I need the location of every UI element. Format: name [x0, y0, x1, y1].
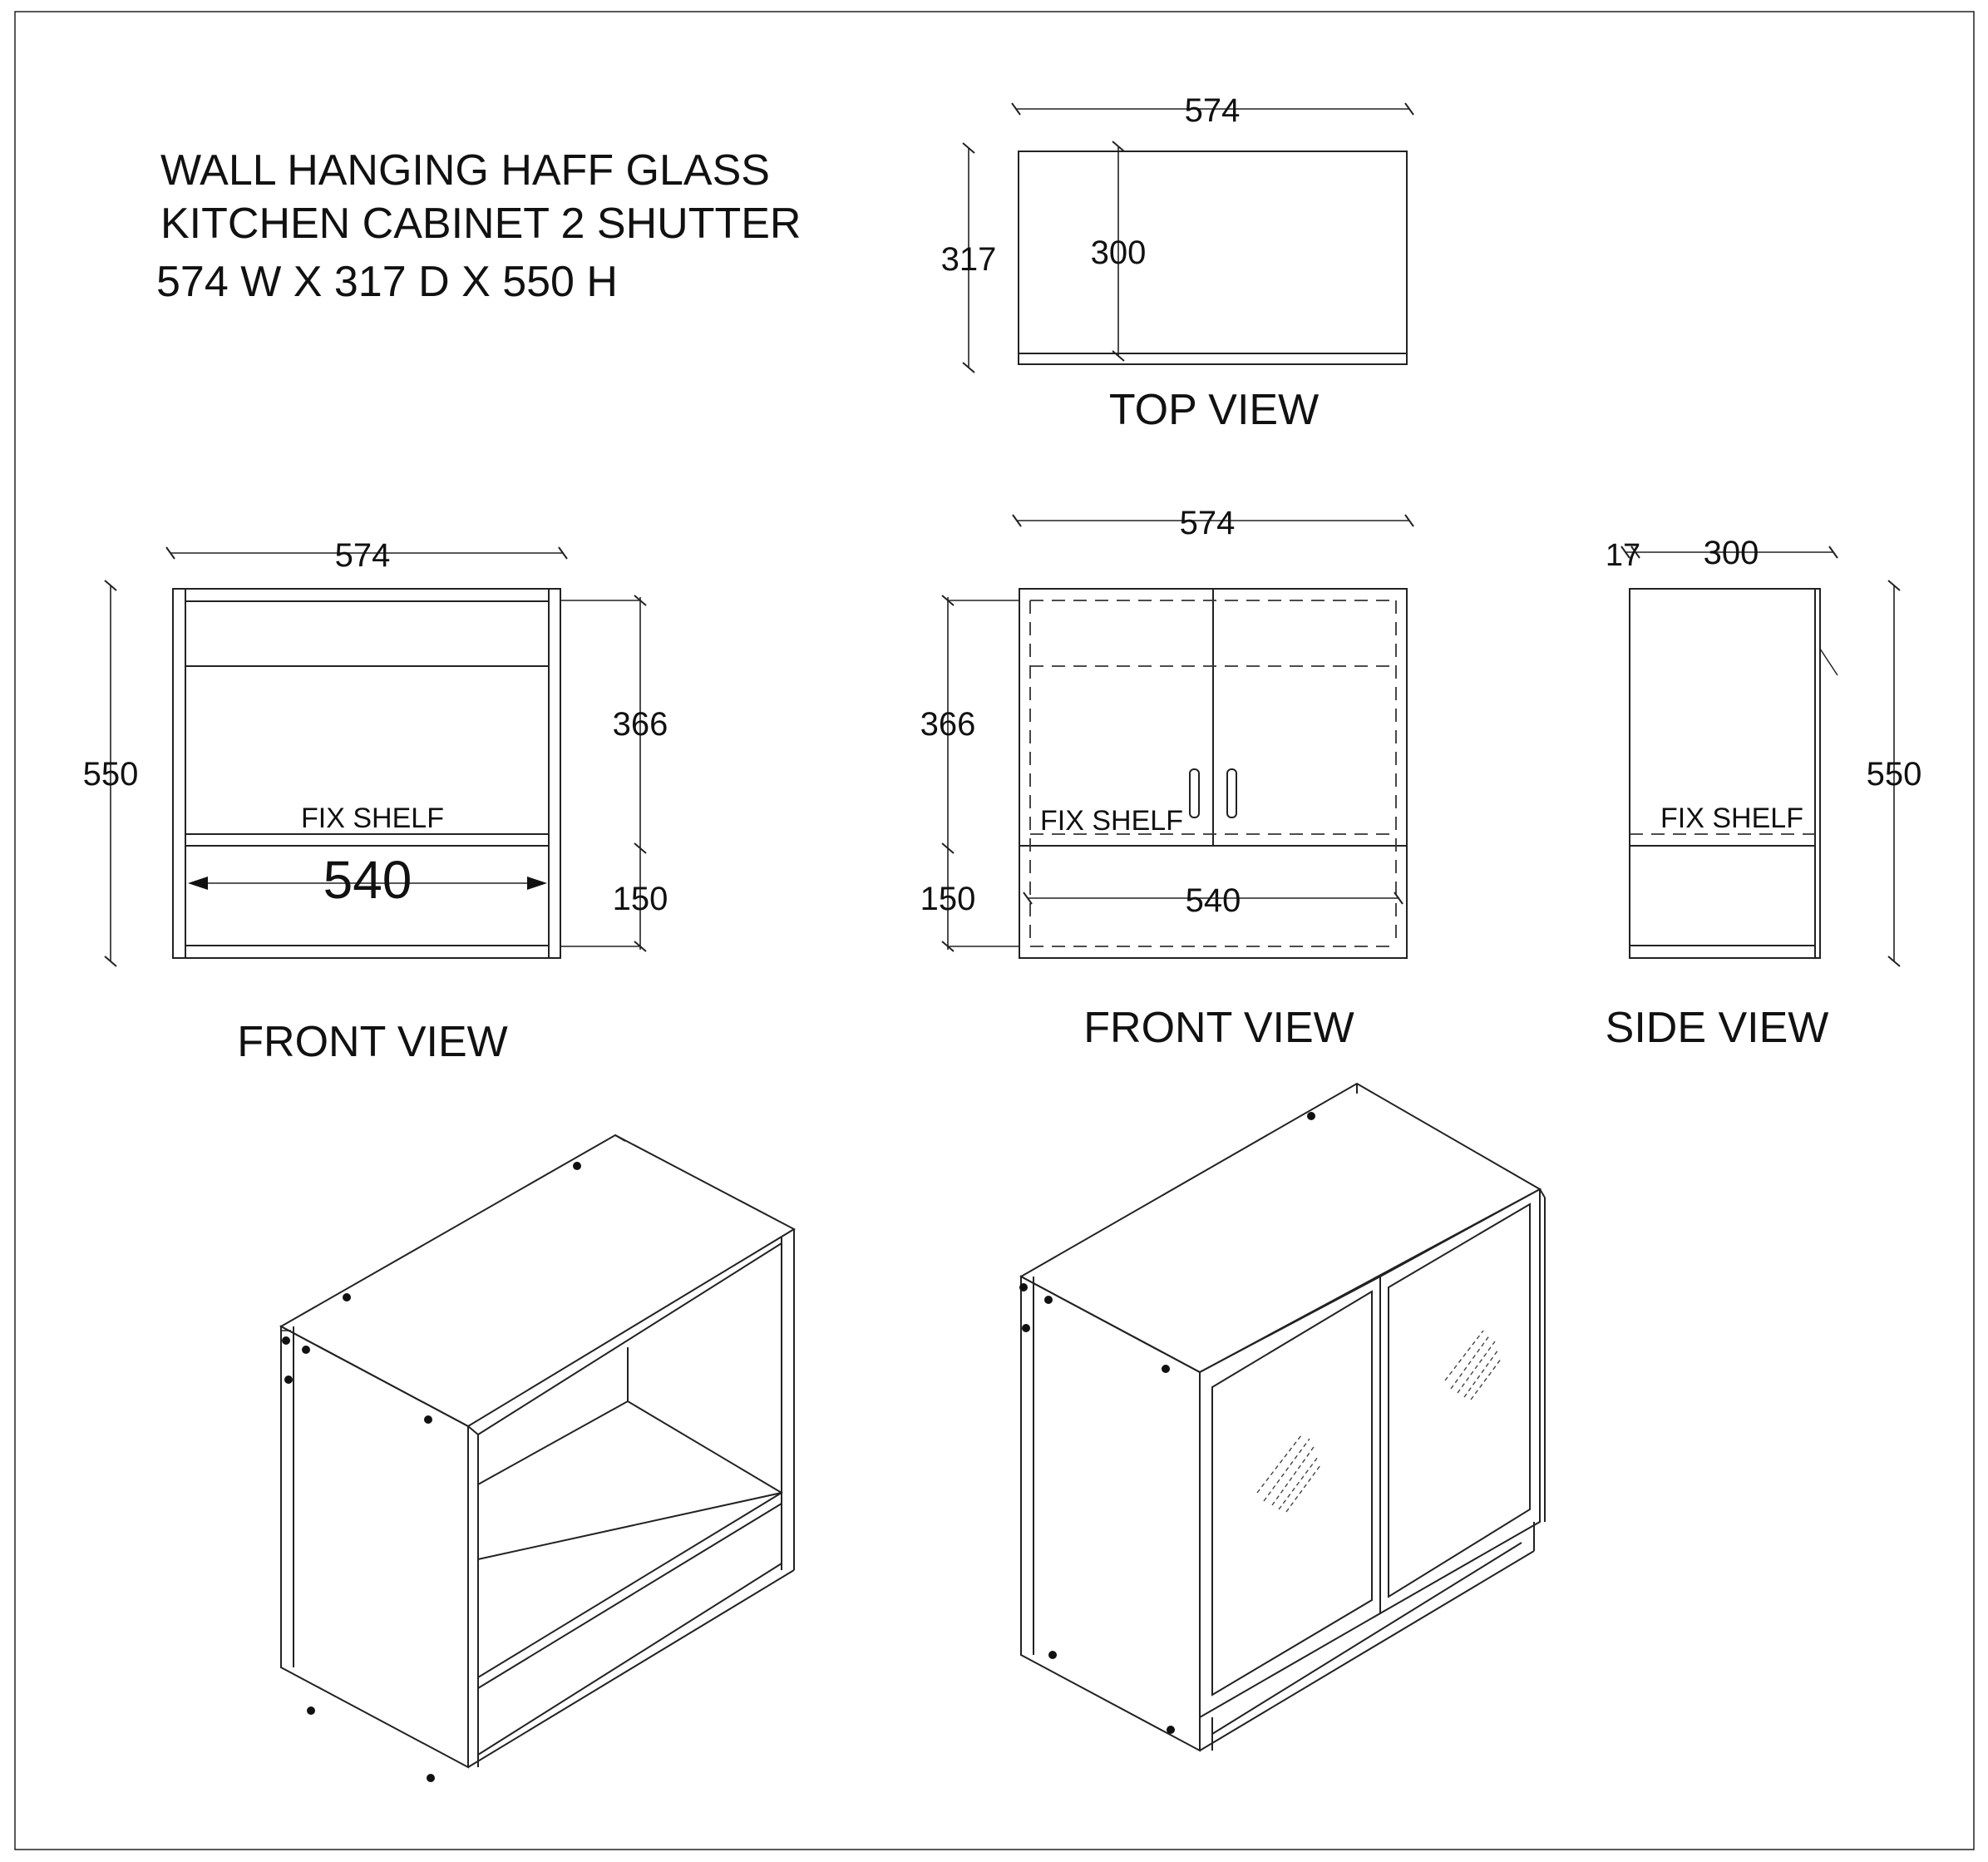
iso-open-shelf	[477, 1400, 783, 1679]
front-doors-inner-dim: 540	[1186, 882, 1241, 919]
side-view: FIX SHELF 17 300 550 SIDE VIEW	[1606, 535, 1922, 1052]
front-view-doors: FIX SHELF 540 574 366 150 FRONT VIEW	[920, 505, 1414, 1052]
side-view-shelf-label: FIX SHELF	[1660, 803, 1803, 834]
glass-hatch-right	[1444, 1330, 1502, 1400]
front-open-upper-dim: 366	[613, 706, 668, 743]
side-view-outline	[1629, 588, 1821, 959]
sheet-border	[14, 11, 1975, 1850]
top-view-width-dim: 574	[1185, 92, 1241, 129]
side-view-label: SIDE VIEW	[1606, 1004, 1829, 1052]
front-open-height-dim: 550	[83, 756, 139, 793]
title-line-2: KITCHEN CABINET 2 SHUTTER	[160, 200, 801, 248]
front-view-open: FIX SHELF 540 574 550 366 150 FRONT VIEW	[83, 537, 668, 1066]
front-doors-width-dim: 574	[1180, 505, 1236, 541]
front-open-width-dim: 574	[335, 537, 391, 574]
top-view-inner-dim: 300	[1091, 235, 1147, 271]
front-open-lower-dim: 150	[613, 881, 668, 917]
iso-open-left-side	[280, 1325, 469, 1769]
iso-glass-left-side	[1020, 1275, 1201, 1752]
front-open-label: FRONT VIEW	[237, 1018, 507, 1066]
iso-glass-right-door	[1379, 1188, 1541, 1615]
top-view-label: TOP VIEW	[1109, 386, 1319, 434]
front-doors-lower-dim: 150	[920, 881, 976, 917]
left-door-handle	[1189, 768, 1200, 818]
side-view-thickness-dim: 17	[1606, 538, 1640, 573]
isometric-open-carcass	[279, 1133, 797, 1782]
front-doors-label: FRONT VIEW	[1083, 1004, 1354, 1052]
iso-open-top	[279, 1133, 797, 1428]
isometric-glass-cabinet	[1019, 1082, 1546, 1752]
iso-glass-left-door	[1199, 1275, 1381, 1719]
side-view-depth-dim: 300	[1704, 535, 1759, 571]
side-view-height-dim: 550	[1867, 756, 1922, 793]
title-line-3: 574 W X 317 D X 550 H	[156, 258, 618, 306]
front-doors-shelf-label: FIX SHELF	[1040, 805, 1183, 837]
top-view: 574 317 300 TOP VIEW	[941, 92, 1414, 434]
glass-hatch-left	[1256, 1435, 1321, 1513]
front-open-outline	[172, 588, 561, 959]
top-view-depth-dim: 317	[941, 241, 997, 278]
top-view-outline	[1018, 151, 1408, 365]
front-open-shelf-label: FIX SHELF	[301, 803, 444, 834]
front-doors-upper-dim: 366	[920, 706, 976, 743]
front-open-inner-dim: 540	[323, 850, 412, 910]
drawing-title: WALL HANGING HAFF GLASS KITCHEN CABINET …	[156, 146, 801, 306]
title-line-1: WALL HANGING HAFF GLASS	[160, 146, 770, 195]
right-door-handle	[1226, 768, 1237, 818]
